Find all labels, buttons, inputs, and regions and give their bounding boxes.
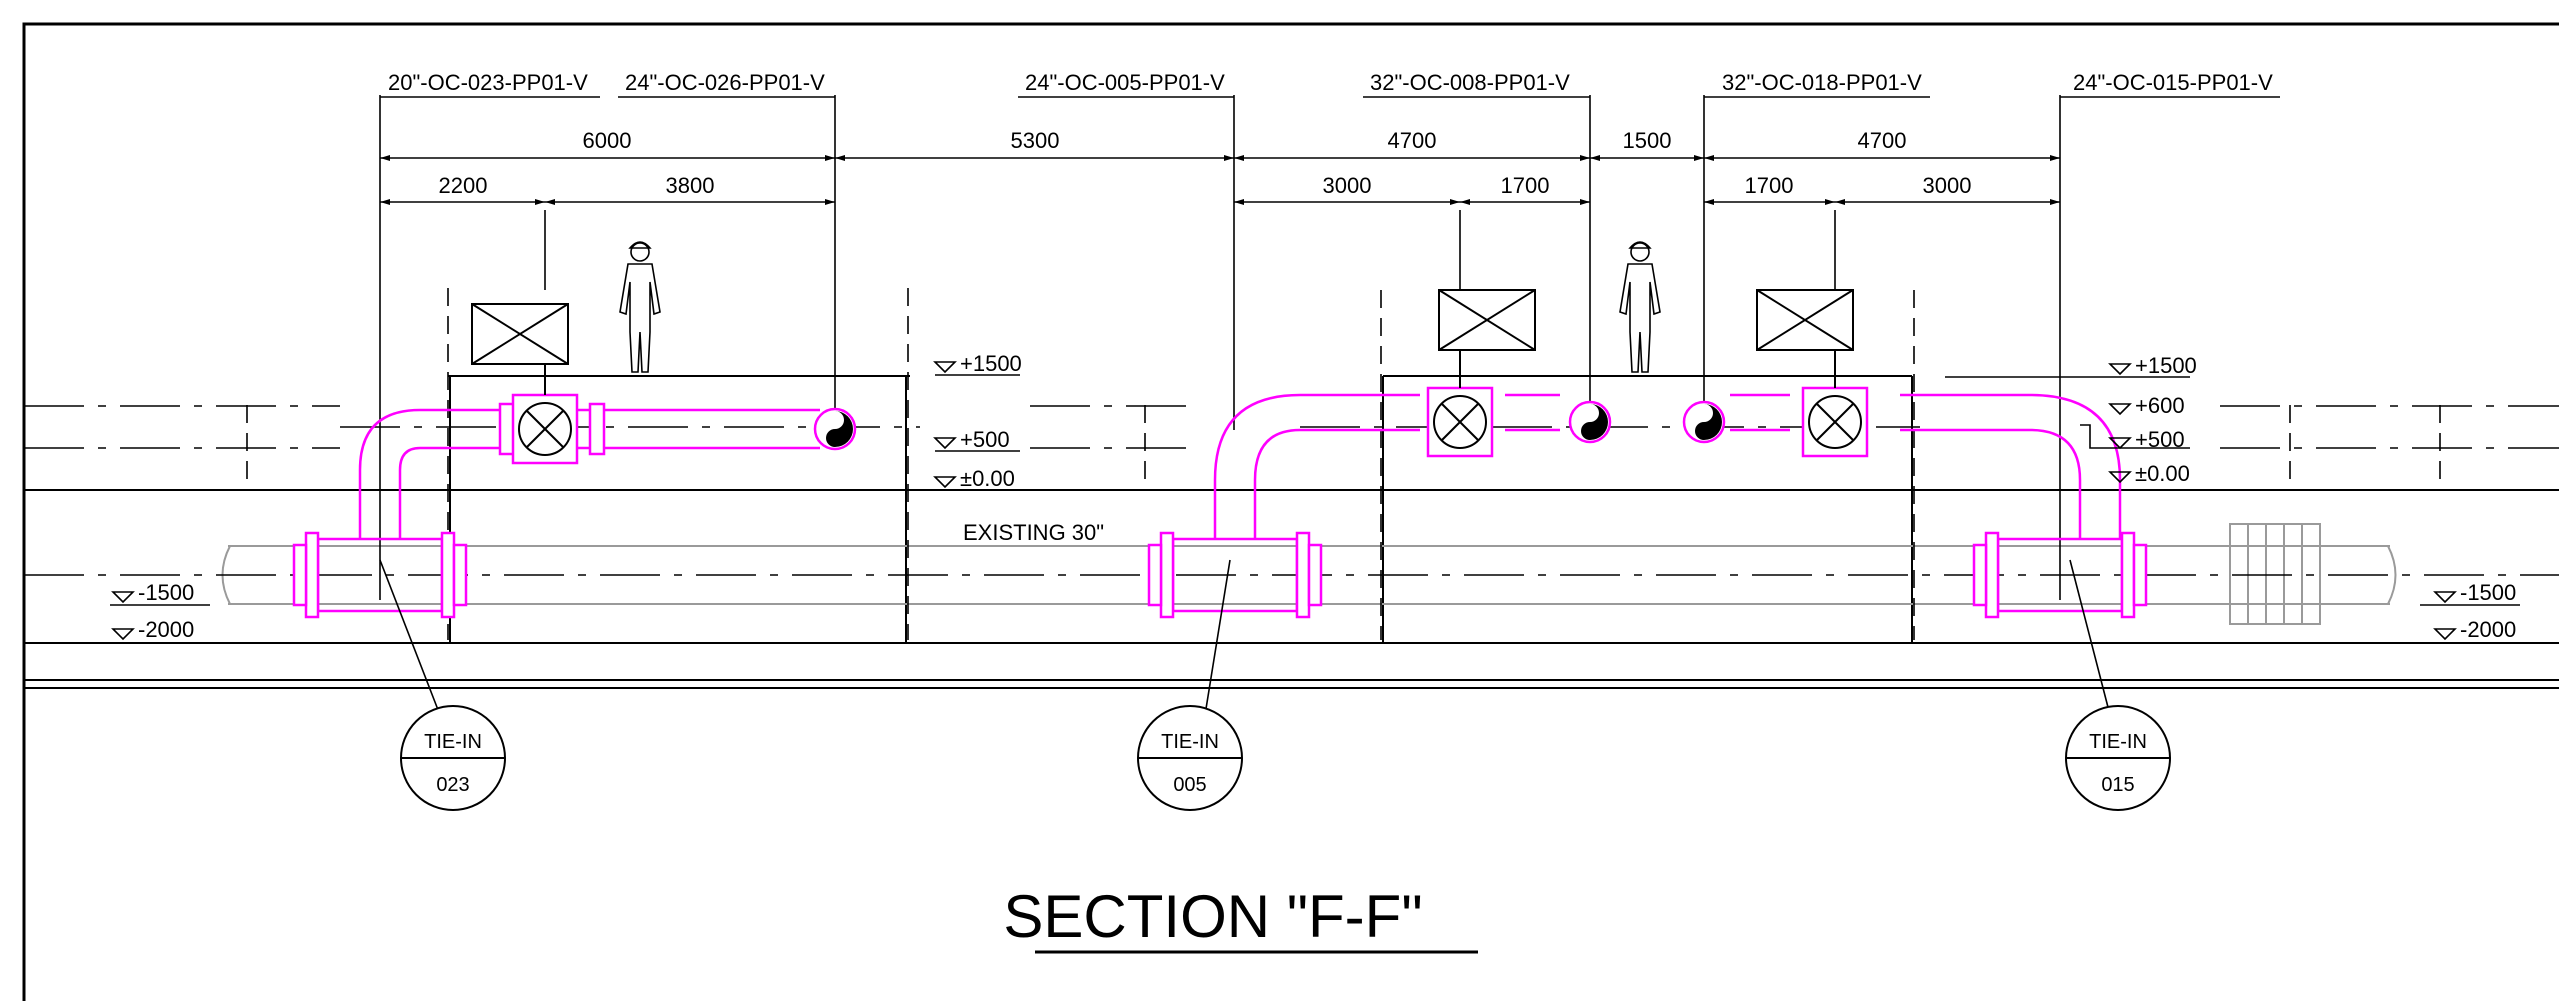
- elev-right-500: +500: [2135, 427, 2185, 452]
- line-tag-008: 32"-OC-008-PP01-V: [1370, 70, 1570, 95]
- line-tag-026: 24"-OC-026-PP01-V: [625, 70, 825, 95]
- valve-015: [1801, 386, 1869, 458]
- tie-in-bubble-005: TIE-IN 005: [1137, 705, 1243, 811]
- line-tag-018: 32"-OC-018-PP01-V: [1722, 70, 1922, 95]
- line-tag-015: 24"-OC-015-PP01-V: [2073, 70, 2273, 95]
- elev-right-m2000: -2000: [2460, 617, 2516, 642]
- spectacle-blind-icon: [1568, 400, 1612, 444]
- dimension-values: 6000 5300 4700 1500 4700 2200 3800 3000 …: [439, 128, 1972, 198]
- tie-in-bubble-023: TIE-IN 023: [400, 705, 506, 811]
- tie-in-bubble-015: TIE-IN 015: [2065, 705, 2171, 811]
- person-icon: [1619, 241, 1661, 373]
- section-title: SECTION "F-F": [1003, 883, 1422, 950]
- ground-lines: [24, 375, 2559, 689]
- leader-lines: [379, 559, 2111, 716]
- actuator-023: [471, 303, 569, 365]
- elev-mid-1500: +1500: [960, 351, 1022, 376]
- elevation-markers: [110, 361, 2520, 641]
- elev-right-0: ±0.00: [2135, 461, 2190, 486]
- dim-6000: 6000: [583, 128, 632, 153]
- tie-in-label: TIE-IN: [1161, 731, 1219, 753]
- extension-lines: [379, 95, 2061, 600]
- line-tag-023: 20"-OC-023-PP01-V: [388, 70, 588, 95]
- elev-left-m1500: -1500: [138, 580, 194, 605]
- existing-pipe-label: EXISTING 30": [963, 520, 1104, 545]
- elev-right-600: +600: [2135, 393, 2185, 418]
- line-tag-005: 24"-OC-005-PP01-V: [1025, 70, 1225, 95]
- drawing-border: [22, 22, 2559, 1001]
- line-tags: 20"-OC-023-PP01-V 24"-OC-026-PP01-V 24"-…: [388, 70, 2273, 95]
- dim-4700-b: 4700: [1858, 128, 1907, 153]
- dim-5300: 5300: [1011, 128, 1060, 153]
- tie-in-023-piping: [358, 402, 820, 540]
- dim-1500: 1500: [1623, 128, 1672, 153]
- elev-right-m1500: -1500: [2460, 580, 2516, 605]
- tie-in-label: TIE-IN: [424, 731, 482, 753]
- dim-3000-b: 3000: [1923, 173, 1972, 198]
- actuator-005: [1438, 289, 1536, 351]
- dim-3000-a: 3000: [1323, 173, 1372, 198]
- elev-mid-500: +500: [960, 427, 1010, 452]
- valve-005: [1426, 386, 1494, 458]
- tie-in-number: 015: [2101, 774, 2134, 796]
- spectacle-blind-icon: [813, 407, 857, 451]
- dim-1700-a: 1700: [1501, 173, 1550, 198]
- dim-4700-a: 4700: [1388, 128, 1437, 153]
- tie-in-number: 023: [436, 774, 469, 796]
- dimension-lines: [380, 155, 2060, 205]
- tie-in-label: TIE-IN: [2089, 731, 2147, 753]
- tie-in-005-piping: [1213, 393, 1560, 540]
- valve-023: [511, 393, 579, 465]
- elev-mid-0: ±0.00: [960, 466, 1015, 491]
- dim-1700-b: 1700: [1745, 173, 1794, 198]
- elev-left-m2000: -2000: [138, 617, 194, 642]
- spectacle-blind-icon: [1682, 400, 1726, 444]
- person-icon: [619, 241, 661, 373]
- dim-2200: 2200: [439, 173, 488, 198]
- dim-3800: 3800: [666, 173, 715, 198]
- tie-in-015-piping: [1730, 393, 2122, 540]
- elevation-labels: +1500 +500 ±0.00 +1500 +600 +500 ±0.00 -…: [138, 351, 2516, 642]
- tie-in-number: 005: [1173, 774, 1206, 796]
- elev-right-1500: +1500: [2135, 353, 2197, 378]
- actuator-015: [1756, 289, 1854, 351]
